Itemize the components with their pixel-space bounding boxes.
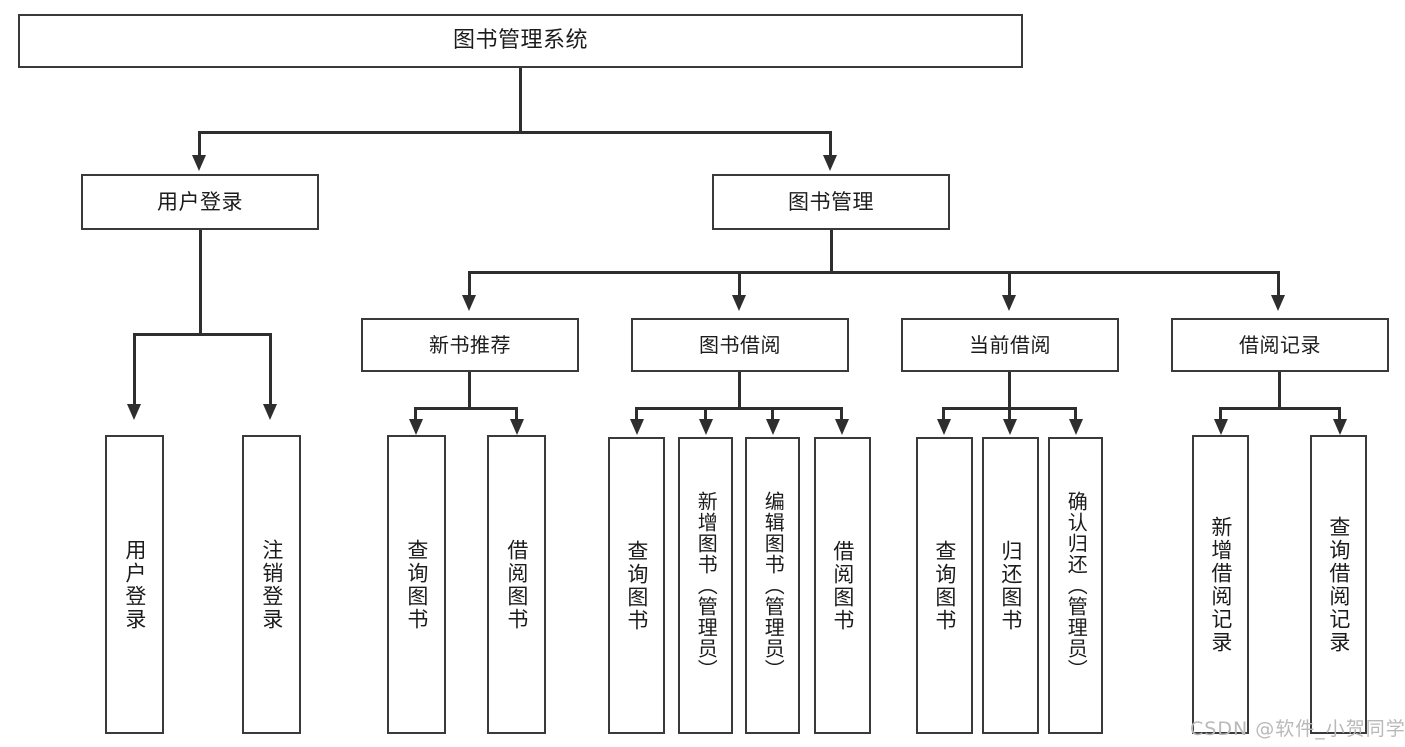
- node-leaf-confirm-return-admin[interactable]: 确认归还（管理员）: [1048, 437, 1103, 734]
- connector-to-book-manage: [829, 131, 832, 157]
- connector-current-borrow-drop-2: [1008, 407, 1011, 421]
- node-leaf-borrow-book-recommend[interactable]: 借阅图书: [487, 435, 546, 734]
- connector-borrow-record-drop-2: [1338, 407, 1341, 421]
- node-label: 借阅图书: [830, 539, 855, 632]
- connector-current-borrow-drop-3: [1074, 407, 1077, 421]
- node-label: 新书推荐: [429, 332, 511, 357]
- csdn-watermark: CSDN @软件_小贺同学: [1190, 718, 1405, 740]
- node-label: 查询图书: [404, 538, 429, 631]
- connector-new-book-rec-drop-1: [414, 407, 417, 421]
- connector-root-stem: [519, 68, 522, 131]
- connector-borrow-record-stem: [1278, 372, 1281, 407]
- node-label: 图书管理: [788, 189, 874, 214]
- node-label: 当前借阅: [969, 332, 1051, 357]
- connector-current-borrow-stem: [1008, 372, 1011, 407]
- connector-borrow-record-bus: [1219, 407, 1341, 410]
- node-leaf-query-book-borrow[interactable]: 查询图书: [608, 437, 665, 734]
- node-label: 查询图书: [624, 539, 649, 632]
- node-label: 图书管理系统: [452, 28, 588, 54]
- arrowhead-leaf-borrow-book-1: [510, 419, 524, 435]
- connector-to-user-login: [198, 131, 201, 157]
- connector-book-borrow-drop-3: [771, 407, 774, 421]
- node-leaf-add-book-admin[interactable]: 新增图书（管理员）: [678, 437, 733, 734]
- node-label: 用户登录: [157, 189, 243, 214]
- connector-level2-bus: [198, 131, 832, 134]
- connector-book-manage-stem: [830, 230, 833, 271]
- node-label: 注销登录: [259, 538, 284, 631]
- arrowhead-user-login: [192, 155, 206, 171]
- arrowhead-leaf-add-record: [1214, 419, 1228, 435]
- connector-book-borrow-drop-4: [840, 407, 843, 421]
- arrowhead-book-borrow: [732, 295, 746, 311]
- node-leaf-user-login[interactable]: 用户登录: [105, 435, 164, 734]
- node-leaf-query-book-current[interactable]: 查询图书: [916, 437, 973, 734]
- connector-to-borrow-record: [1277, 271, 1280, 297]
- connector-new-book-rec-drop-2: [515, 407, 518, 421]
- node-label: 查询图书: [932, 539, 957, 632]
- connector-to-current-borrow: [1008, 271, 1011, 297]
- connector-new-book-rec-bus: [414, 407, 518, 410]
- connector-book-borrow-drop-2: [704, 407, 707, 421]
- node-leaf-query-borrow-record[interactable]: 查询借阅记录: [1310, 435, 1367, 734]
- node-leaf-add-borrow-record[interactable]: 新增借阅记录: [1192, 435, 1249, 734]
- connector-to-book-borrow: [738, 271, 741, 297]
- node-label: 确认归还（管理员）: [1064, 491, 1089, 680]
- connector-new-book-rec-stem: [468, 372, 471, 407]
- connector-user-login-drop-1: [133, 333, 136, 406]
- arrowhead-new-book-rec: [462, 295, 476, 311]
- arrowhead-leaf-borrow-book-2: [835, 419, 849, 435]
- arrowhead-borrow-record: [1271, 295, 1285, 311]
- connector-to-new-book-rec: [468, 271, 471, 297]
- node-label: 查询借阅记录: [1326, 515, 1351, 654]
- node-label: 借阅记录: [1239, 332, 1321, 357]
- arrowhead-leaf-query-book-2: [630, 419, 644, 435]
- node-label: 归还图书: [998, 539, 1023, 632]
- node-label: 用户登录: [122, 538, 147, 631]
- node-borrowing-record[interactable]: 借阅记录: [1171, 318, 1389, 372]
- node-label: 图书借阅: [699, 332, 781, 357]
- node-leaf-return-book[interactable]: 归还图书: [982, 437, 1039, 734]
- arrowhead-leaf-user-logout: [263, 404, 277, 420]
- connector-book-borrow-drop-1: [635, 407, 638, 421]
- node-user-login[interactable]: 用户登录: [81, 174, 319, 230]
- connector-current-borrow-drop-1: [942, 407, 945, 421]
- node-label: 编辑图书（管理员）: [761, 491, 786, 680]
- arrowhead-current-borrow: [1002, 295, 1016, 311]
- connector-borrow-record-drop-1: [1219, 407, 1222, 421]
- connector-user-login-stem: [199, 230, 202, 333]
- arrowhead-leaf-query-book-3: [937, 419, 951, 435]
- arrowhead-leaf-query-book-1: [409, 419, 423, 435]
- arrowhead-leaf-edit-book: [766, 419, 780, 435]
- arrowhead-book-manage: [823, 155, 837, 171]
- connector-user-login-drop-2: [269, 333, 272, 406]
- node-label: 新增图书（管理员）: [694, 491, 719, 680]
- connector-user-login-bus: [133, 333, 271, 336]
- arrowhead-leaf-query-record: [1333, 419, 1347, 435]
- arrowhead-leaf-user-login: [127, 404, 141, 420]
- connector-level3-bus: [468, 271, 1280, 274]
- node-book-management[interactable]: 图书管理: [712, 174, 950, 230]
- node-leaf-query-book-recommend[interactable]: 查询图书: [387, 435, 446, 734]
- connector-book-borrow-bus: [635, 407, 842, 410]
- arrowhead-leaf-add-book: [699, 419, 713, 435]
- node-new-book-recommendation[interactable]: 新书推荐: [361, 318, 579, 372]
- node-leaf-borrow-book-borrow[interactable]: 借阅图书: [814, 437, 871, 734]
- node-label: 借阅图书: [504, 538, 529, 631]
- connector-book-borrow-stem: [738, 372, 741, 407]
- node-leaf-edit-book-admin[interactable]: 编辑图书（管理员）: [745, 437, 800, 734]
- node-label: 新增借阅记录: [1208, 515, 1233, 654]
- node-book-borrowing[interactable]: 图书借阅: [631, 318, 849, 372]
- node-current-borrowing[interactable]: 当前借阅: [901, 318, 1119, 372]
- arrowhead-leaf-return-book: [1003, 419, 1017, 435]
- node-book-management-system[interactable]: 图书管理系统: [18, 14, 1023, 68]
- node-leaf-user-logout[interactable]: 注销登录: [242, 435, 301, 734]
- arrowhead-leaf-confirm-return: [1069, 419, 1083, 435]
